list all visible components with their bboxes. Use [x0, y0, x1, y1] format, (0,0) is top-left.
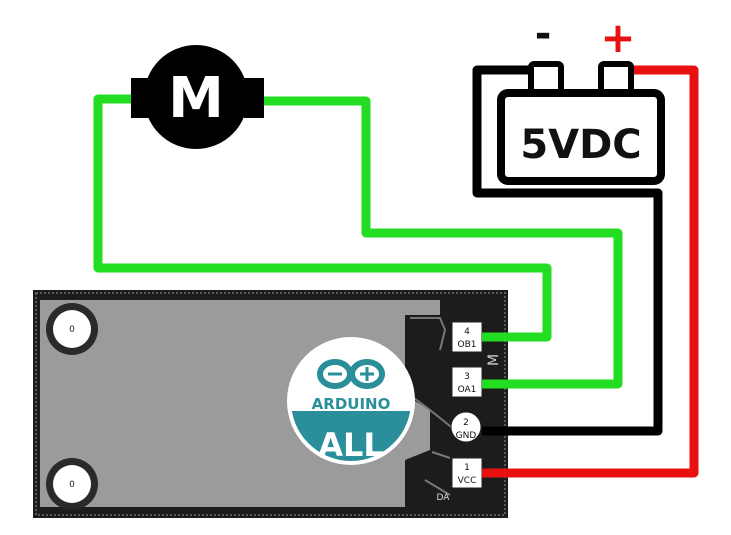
wire-motor-to-ob1	[93, 94, 552, 342]
pin-ob1: 4 OB1	[451, 321, 483, 353]
wires	[93, 65, 699, 478]
pin-name: GND	[456, 431, 477, 441]
logo-sub-text: ALL	[318, 426, 384, 464]
pin-number: 2	[463, 418, 469, 428]
logo-brand-text: ARDUINO	[312, 395, 391, 413]
mount-hole-bottom: 0	[46, 458, 98, 510]
module-board-edge	[35, 292, 506, 516]
pin-oa1: 3 OA1	[451, 366, 483, 398]
motor-terminal-right	[244, 78, 264, 118]
pin-number: 3	[464, 372, 470, 382]
battery-neg-symbol: -	[535, 11, 552, 57]
dc-motor: M	[131, 45, 264, 149]
arduino-infinity-icon	[317, 359, 385, 389]
pin-number: 1	[464, 463, 470, 473]
battery-pos-symbol: +	[600, 13, 635, 62]
battery-label: 5VDC	[520, 122, 641, 168]
motor-driver-module: 0 0 4 OB1 3 OA1 2 GND 1 VCC DA	[33, 290, 508, 518]
motor-body-icon	[144, 45, 248, 149]
pin-vcc: 1 VCC	[451, 457, 483, 489]
battery-5vdc: 5VDC - +	[497, 11, 665, 185]
pin-name: OA1	[458, 385, 477, 395]
mount-hole-label: 0	[69, 480, 75, 490]
module-traces	[409, 317, 456, 496]
mount-hole-top: 0	[46, 303, 98, 355]
battery-body	[497, 89, 665, 185]
wire-pos-to-vcc	[482, 65, 699, 478]
pin-name: VCC	[458, 476, 477, 486]
mount-hole-label: 0	[69, 325, 75, 335]
motor-label: M	[168, 66, 224, 131]
side-label: M	[486, 354, 502, 366]
silkscreen-label: DA	[437, 493, 451, 503]
pin-number: 4	[464, 327, 470, 337]
wire-motor-to-oa1	[257, 96, 623, 389]
pin-gnd: 2 GND	[450, 411, 482, 443]
wire-neg-to-gnd	[472, 65, 663, 436]
pin-name: OB1	[458, 340, 477, 350]
arduino-all-logo: ARDUINO ALL	[287, 337, 415, 465]
